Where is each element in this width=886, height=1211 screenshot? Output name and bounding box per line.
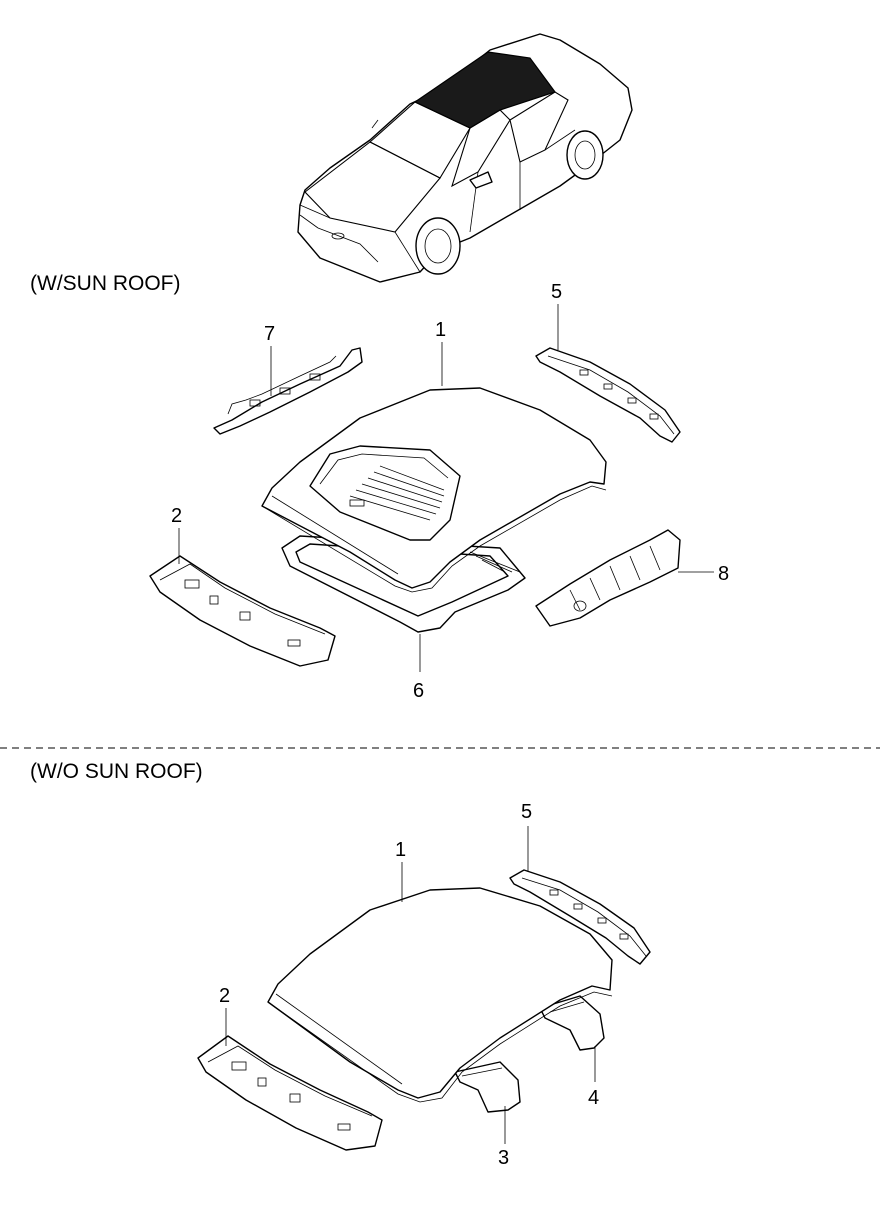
callout-7: 7	[264, 323, 275, 345]
part-2-front-header	[149, 555, 336, 667]
callouts-sunroof: 1 2 5 6 7 8	[171, 281, 729, 702]
part-8-rear-bow	[535, 529, 681, 627]
callout-3: 3	[498, 1147, 509, 1169]
section-title-without-sunroof: (W/O SUN ROOF)	[30, 760, 203, 783]
section-title-with-sunroof: (W/SUN ROOF)	[30, 272, 181, 295]
part-3-roof-bow	[454, 1061, 521, 1113]
part-4-roof-bow	[539, 995, 605, 1051]
callout-2-lower: 2	[219, 985, 230, 1007]
callout-2-upper: 2	[171, 505, 182, 527]
callout-4: 4	[588, 1087, 599, 1109]
callout-6: 6	[413, 680, 424, 702]
car-illustration	[297, 33, 633, 283]
callout-5-upper: 5	[551, 281, 562, 303]
callout-1-upper: 1	[435, 319, 446, 341]
part-1-roof-panel-sunroof	[261, 387, 607, 593]
sunroof-assembly	[149, 347, 681, 667]
part-5-rear-rail	[535, 347, 681, 443]
callouts-no-sunroof: 1 2 3 4 5	[219, 801, 599, 1169]
part-2-front-header-lower	[197, 1035, 383, 1151]
part-5-rear-rail-lower	[509, 869, 651, 965]
part-7-front-rail	[213, 347, 363, 435]
callout-5-lower: 5	[521, 801, 532, 823]
callout-1-lower: 1	[395, 839, 406, 861]
no-sunroof-assembly	[197, 869, 651, 1151]
callout-8: 8	[718, 563, 729, 585]
part-1-roof-panel	[267, 887, 613, 1103]
